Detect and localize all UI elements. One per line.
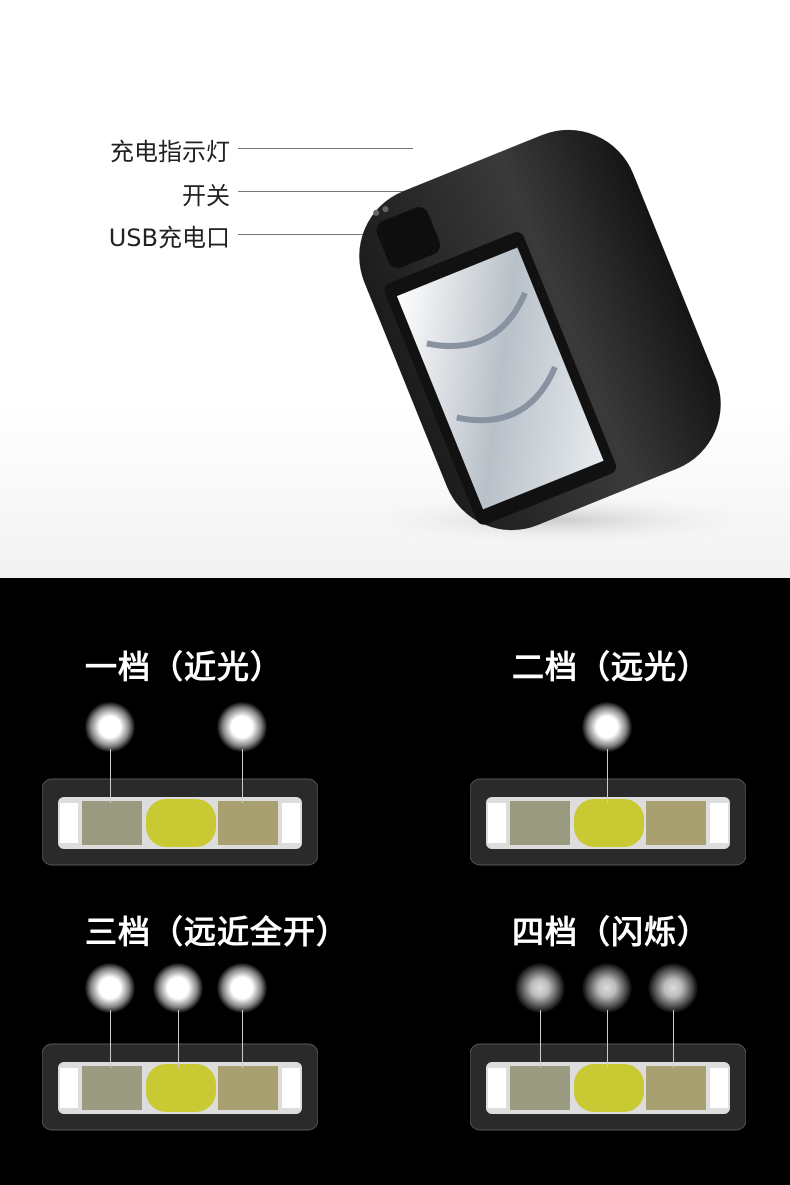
beam-glow bbox=[648, 963, 698, 1013]
beam-glow bbox=[153, 963, 203, 1013]
mode-1-title: 一档（近光） bbox=[85, 648, 284, 686]
product-photo-section: 充电指示灯 开关 USB充电口 bbox=[0, 0, 790, 578]
beam-line bbox=[110, 1010, 111, 1068]
beam-line bbox=[242, 749, 243, 803]
light-unit-mode-4 bbox=[469, 1040, 747, 1136]
label-charge-indicator: 充电指示灯 bbox=[110, 138, 230, 166]
beam-glow bbox=[85, 963, 135, 1013]
mode-2-title: 二档（远光） bbox=[512, 648, 711, 686]
beam-glow bbox=[582, 963, 632, 1013]
beam-line bbox=[673, 1010, 674, 1068]
beam-glow bbox=[582, 702, 632, 752]
leader-line bbox=[238, 234, 413, 235]
beam-line bbox=[178, 1010, 179, 1068]
beam-glow bbox=[217, 963, 267, 1013]
light-unit-mode-3 bbox=[41, 1040, 319, 1136]
leader-line bbox=[238, 191, 403, 192]
leader-line bbox=[238, 148, 413, 149]
mode-3-title: 三档（远近全开） bbox=[85, 913, 350, 951]
beam-glow bbox=[515, 963, 565, 1013]
beam-line bbox=[607, 749, 608, 803]
light-unit-mode-1 bbox=[41, 775, 319, 871]
beam-line bbox=[110, 749, 111, 803]
light-unit-mode-2 bbox=[469, 775, 747, 871]
beam-glow bbox=[217, 702, 267, 752]
label-switch: 开关 bbox=[182, 182, 230, 210]
beam-line bbox=[607, 1010, 608, 1068]
beam-line bbox=[242, 1010, 243, 1068]
beam-glow bbox=[85, 702, 135, 752]
bike-light-image bbox=[330, 129, 790, 550]
label-usb-port: USB充电口 bbox=[108, 224, 230, 252]
mode-4-title: 四档（闪烁） bbox=[512, 913, 711, 951]
beam-line bbox=[540, 1010, 541, 1068]
